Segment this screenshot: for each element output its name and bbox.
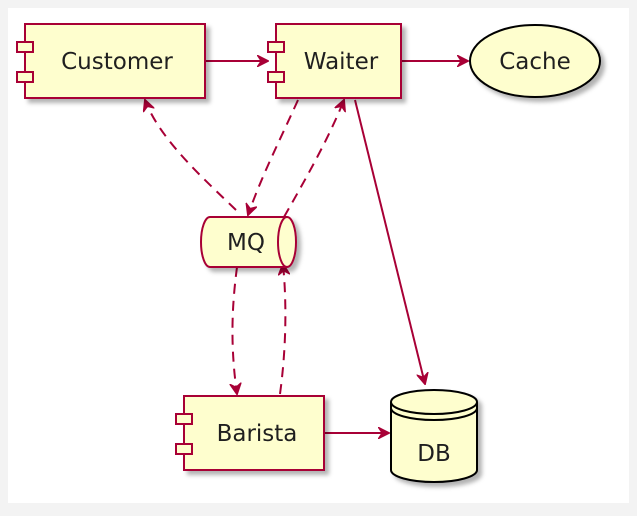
mq-node[interactable]: MQ — [200, 216, 297, 268]
component-port-icon — [175, 443, 193, 455]
edge-waiter-to-mq — [248, 99, 299, 215]
barista-node[interactable]: Barista — [175, 395, 325, 471]
customer-node[interactable]: Customer — [16, 23, 206, 99]
cache-ellipse — [469, 24, 601, 98]
barista-box — [183, 395, 325, 471]
db-label: DB — [417, 441, 451, 467]
component-port-icon — [16, 71, 34, 83]
db-cylinder-rim — [390, 401, 478, 415]
waiter-node[interactable]: Waiter — [267, 23, 402, 99]
cache-node[interactable]: Cache — [469, 24, 601, 98]
customer-box — [24, 23, 206, 99]
customer-label: Customer — [61, 49, 173, 75]
db-cylinder-rim — [390, 407, 478, 421]
cache-label: Cache — [499, 49, 571, 75]
component-port-icon — [16, 41, 34, 53]
component-port-icon — [267, 71, 285, 83]
edge-waiter-to-db — [354, 99, 425, 384]
waiter-box — [275, 23, 402, 99]
edges — [145, 61, 468, 433]
waiter-label: Waiter — [304, 49, 379, 75]
barista-label: Barista — [217, 421, 298, 447]
db-cylinder-body — [390, 389, 478, 483]
edge-mq-to-barista — [232, 266, 237, 394]
component-port-icon — [267, 41, 285, 53]
edge-mq-to-customer — [145, 100, 237, 211]
db-node[interactable]: DB — [390, 389, 478, 483]
mq-queue-end-icon — [277, 216, 288, 268]
mq-label: MQ — [227, 230, 265, 256]
component-port-icon — [175, 413, 193, 425]
